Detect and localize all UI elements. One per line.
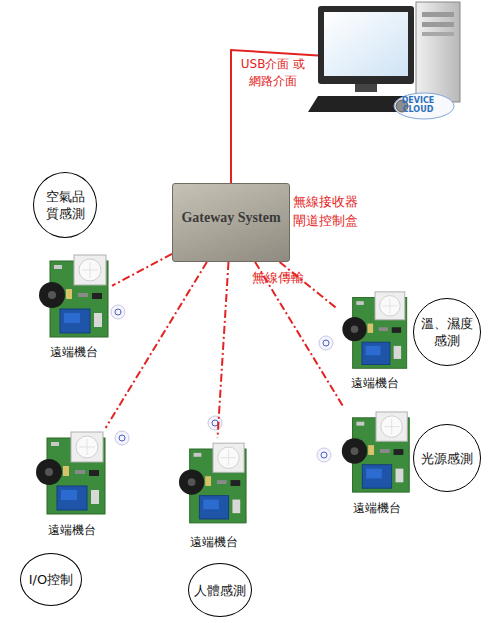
function-label: 溫、濕度 感測 — [418, 315, 476, 349]
wireless-dot — [317, 448, 331, 462]
remote-unit: 遠端機台 — [176, 438, 252, 550]
wireless-link — [112, 254, 172, 286]
drive-slot — [422, 32, 454, 36]
wireless-dot — [212, 420, 218, 426]
wireless-link — [218, 262, 229, 438]
monitor-screen — [324, 12, 408, 76]
pc-tower — [416, 2, 460, 102]
function-circle: 人體感測 — [188, 563, 252, 617]
wireless-dot — [208, 416, 222, 430]
remote-board — [179, 443, 246, 523]
unit-label: 遠端機台 — [36, 345, 112, 360]
function-circle: 溫、濕度 感測 — [413, 298, 481, 366]
device-label: Gateway System — [173, 210, 289, 226]
wireless-dot — [115, 431, 129, 445]
cloud-logo-text: DEVICE CLOUD — [396, 96, 440, 114]
gateway-box: Gateway System無線接收器 閘道控制盒 — [172, 183, 290, 262]
function-circle: 空氣品 質感測 — [33, 172, 97, 238]
drive-slot — [422, 12, 454, 17]
wireless-dot — [319, 336, 333, 350]
computer-illustration — [308, 2, 460, 119]
remote-board — [39, 255, 108, 337]
remote-board — [36, 432, 105, 514]
computer: DEVICE CLOUD — [318, 0, 462, 120]
wireless-dot — [321, 452, 327, 458]
function-label: 光源感測 — [418, 450, 476, 467]
function-circle: I/O控制 — [20, 553, 82, 606]
monitor — [318, 6, 414, 84]
remote-unit: 遠端機台 — [336, 288, 414, 391]
function-label: I/O控制 — [25, 571, 77, 588]
note-label: 無線傳輸 — [252, 269, 304, 287]
remote-unit: 遠端機台 — [36, 252, 112, 360]
cloud-logo — [394, 93, 454, 119]
wireless-link — [106, 262, 207, 428]
unit-label: 遠端機台 — [338, 501, 416, 516]
drive-slot — [422, 22, 454, 27]
wireless-dots — [111, 305, 333, 462]
wired-link — [231, 50, 318, 183]
edge-label: USB介面 或 網路介面 — [238, 56, 308, 90]
function-circle: 光源感測 — [413, 424, 481, 492]
unit-label: 遠端機台 — [34, 523, 110, 538]
wireless-dot — [119, 435, 125, 441]
wireless-dot — [323, 340, 329, 346]
wireless-dot — [111, 305, 125, 319]
remote-unit: 遠端機台 — [338, 408, 416, 516]
unit-label: 遠端機台 — [336, 376, 414, 391]
unit-label: 遠端機台 — [176, 535, 252, 550]
wireless-dot — [115, 309, 121, 315]
remote-board — [342, 412, 409, 492]
remote-board — [342, 292, 406, 368]
function-label: 人體感測 — [193, 582, 247, 599]
monitor-stand — [355, 84, 377, 92]
remote-unit: 遠端機台 — [34, 428, 110, 538]
function-label: 空氣品 質感測 — [38, 188, 92, 222]
gateway-caption: 無線接收器 閘道控制盒 — [293, 192, 375, 230]
